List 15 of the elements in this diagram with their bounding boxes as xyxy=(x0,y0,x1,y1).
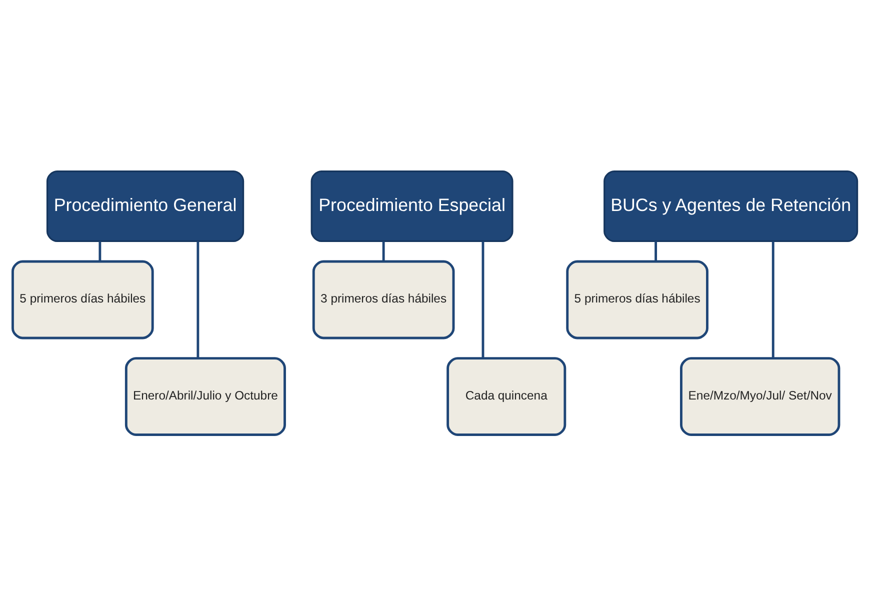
node-box: 5 primeros días hábiles xyxy=(566,260,708,339)
connector xyxy=(98,240,102,261)
node-box: Procedimiento General xyxy=(46,170,244,242)
node-box: Cada quincena xyxy=(446,356,566,436)
node-box: 5 primeros días hábiles xyxy=(12,260,154,339)
node-box: Procedimiento Especial xyxy=(310,170,514,242)
connector xyxy=(654,240,658,261)
node-box: Ene/Mzo/Myo/Jul/ Set/Nov xyxy=(680,356,840,436)
node-box: 3 primeros días hábiles xyxy=(312,260,455,339)
node-box: Enero/Abril/Julio y Octubre xyxy=(124,356,286,436)
node-box: BUCs y Agentes de Retención xyxy=(604,170,858,242)
connector xyxy=(382,240,385,261)
connector xyxy=(196,240,200,358)
connector xyxy=(482,240,484,358)
connector xyxy=(772,240,774,358)
